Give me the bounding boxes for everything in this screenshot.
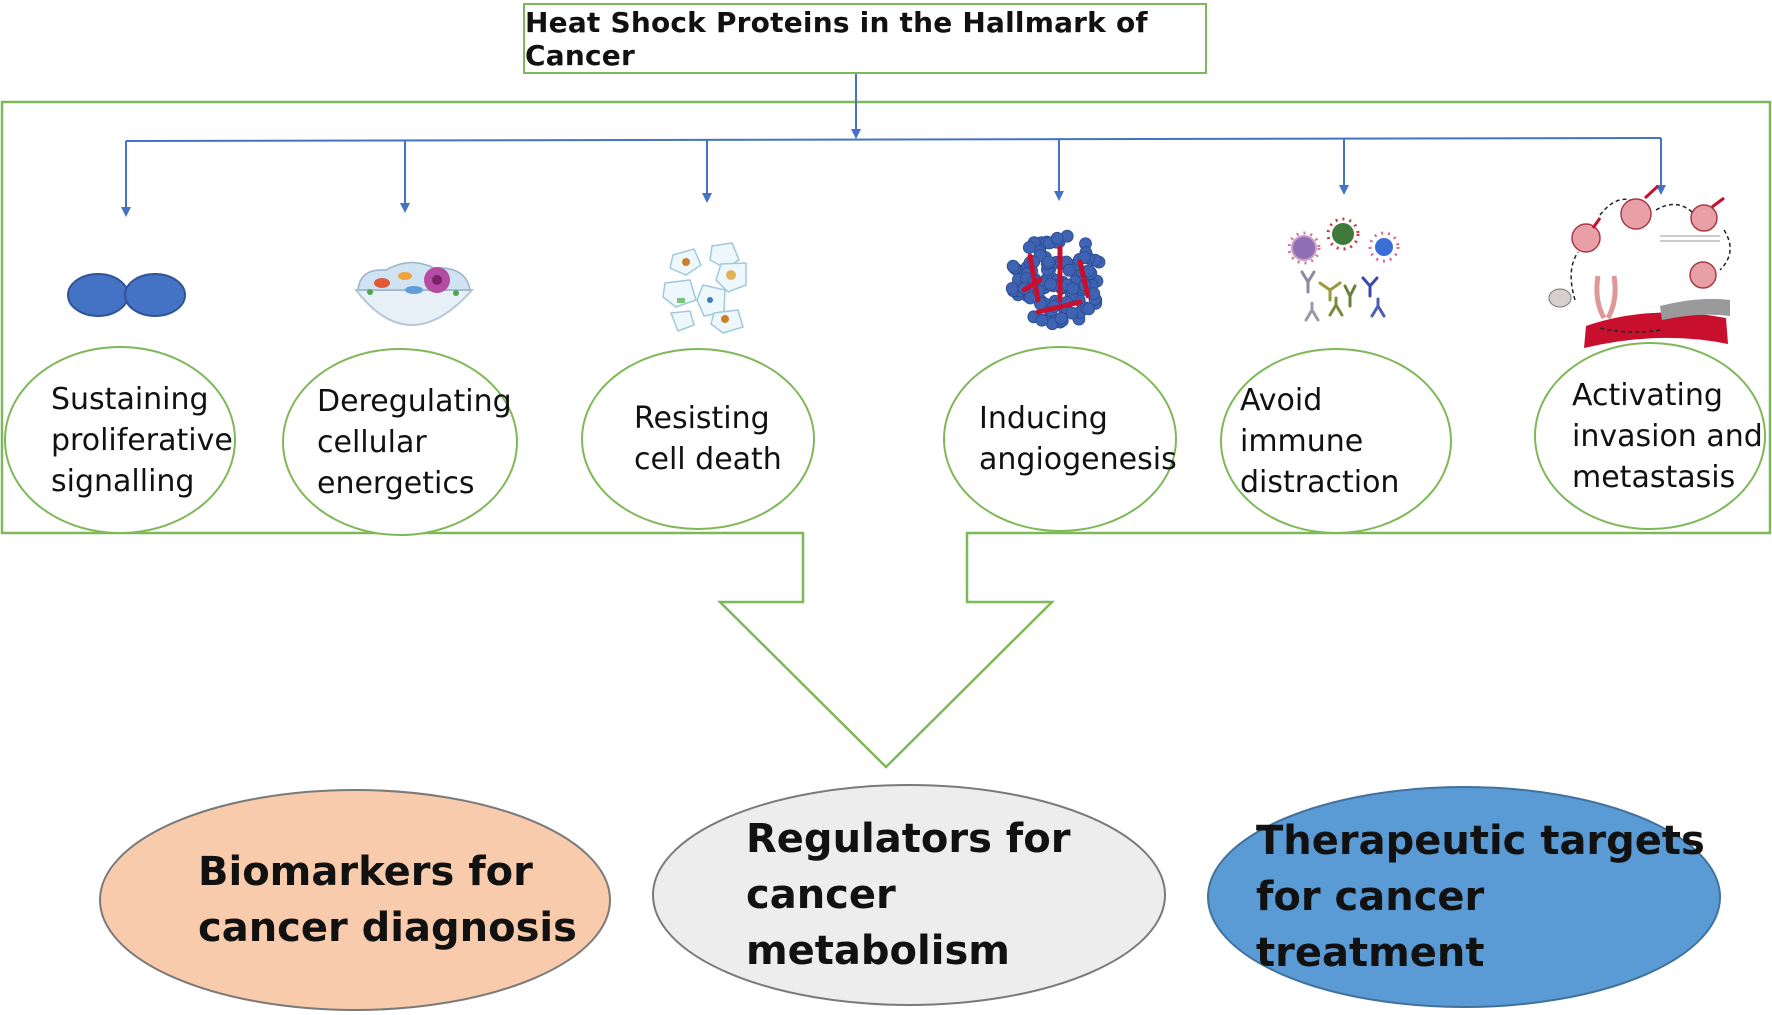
hallmark-inducing-angiogenesis: Inducing angiogenesis (943, 346, 1177, 532)
hallmark-resisting-cell-death: Resisting cell death (581, 348, 815, 530)
outcome-label: Therapeutic targets for cancer treatment (1256, 818, 1705, 976)
hallmark-sustaining-proliferative-signalling: Sustaining proliferative signalling (4, 346, 236, 534)
hallmark-avoid-immune-distraction: Avoid immune distraction (1220, 348, 1452, 534)
hallmark-activating-invasion-metastasis: Activating invasion and metastasis (1534, 342, 1766, 530)
hallmark-deregulating-cellular-energetics: Deregulating cellular energetics (282, 348, 518, 536)
hallmark-label: Activating invasion and metastasis (1572, 377, 1763, 495)
animal-cell-icon (353, 261, 475, 326)
outcome-label: Biomarkers for cancer diagnosis (198, 849, 577, 951)
outcome-ellipse-therapeutic (1207, 786, 1721, 1008)
outcome-biomarkers: Biomarkers for cancer diagnosis (100, 790, 610, 1010)
hallmark-label: Inducing angiogenesis (979, 401, 1177, 477)
outcome-ellipse-biomarkers (99, 789, 611, 1011)
immune-cells-antibodies-icon (1287, 217, 1400, 322)
apoptotic-cells-icon (662, 242, 747, 334)
tumor-vessels-icon (1005, 229, 1106, 331)
hallmark-label: Resisting cell death (634, 401, 782, 477)
hallmark-label: Sustaining proliferative signalling (51, 381, 233, 499)
diagram-title: Heat Shock Proteins in the Hallmark of C… (523, 3, 1207, 74)
outcome-therapeutic-targets: Therapeutic targets for cancer treatment (1208, 787, 1720, 1007)
dividing-cells-icon (67, 273, 186, 317)
hallmark-label: Avoid immune distraction (1240, 382, 1400, 500)
metastasis-cycle-icon (1548, 184, 1731, 348)
outcome-regulators: Regulators for cancer metabolism (653, 785, 1165, 1005)
outcome-label: Regulators for cancer metabolism (746, 816, 1071, 974)
hallmark-label: Deregulating cellular energetics (317, 383, 512, 501)
outcome-ellipse-regulators (652, 784, 1166, 1006)
connector-lines (121, 74, 1666, 217)
hallmarks-frame-arrow (0, 100, 1772, 769)
